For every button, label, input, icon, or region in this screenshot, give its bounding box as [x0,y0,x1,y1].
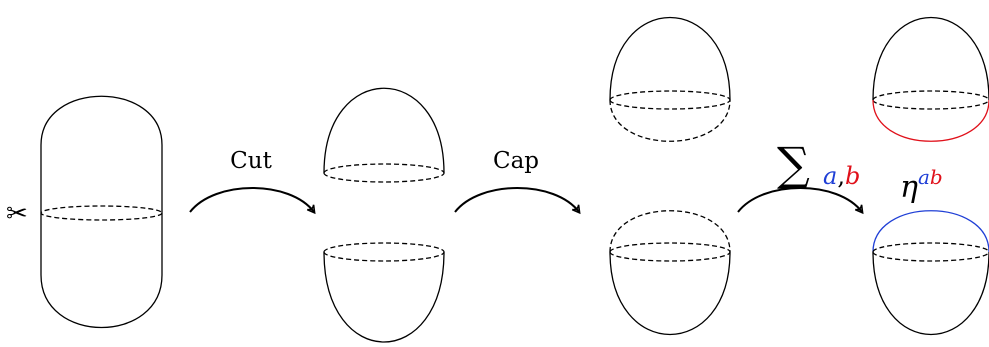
cut-label: Cut [230,148,272,174]
cap-label: Cap [493,148,539,174]
lower-boundary-arc [872,210,989,253]
cut-arrow [189,187,316,215]
eta-sup-a: a [918,165,930,189]
upper-boundary-arc [872,99,989,142]
eta-sup-b: b [930,165,943,189]
svg-text:a,b: a,b [823,162,860,190]
sum-symbol: ∑ [777,137,810,191]
upper-half-open [323,87,445,183]
sum-index-b: b [845,162,860,190]
sum-arrow [737,187,864,215]
cut-line [40,205,163,221]
sum-index-comma: , [837,162,845,190]
lower-half-open [323,242,445,343]
lower-half-capped [609,210,731,335]
upper-half-eta [872,17,989,110]
scissors-icon: ✂ [6,199,28,229]
cylinder-shape [40,95,163,328]
sum-label: ∑ a,b [777,137,860,191]
lower-half-eta [872,242,989,335]
eta-label: ηab [900,165,943,205]
upper-half-capped [609,17,731,142]
eta-symbol: η [900,170,918,205]
cap-arrow [454,187,581,215]
sum-index-a: a [823,162,837,190]
